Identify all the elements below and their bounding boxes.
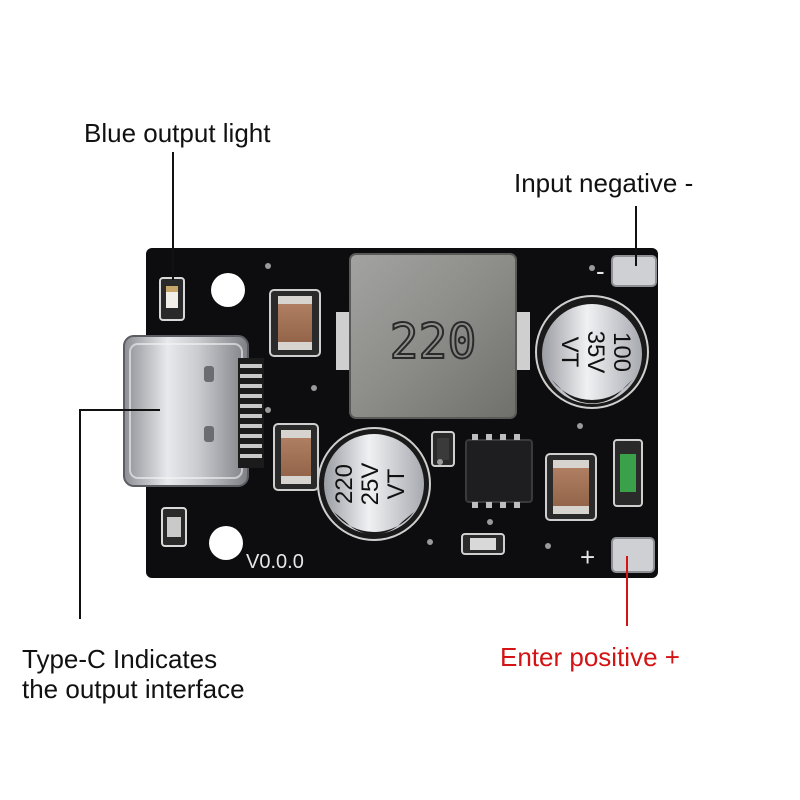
input-negative-leader-line bbox=[635, 206, 637, 266]
version-silkscreen: V0.0.0 bbox=[246, 551, 304, 573]
small-smd-bottom-middle bbox=[461, 533, 505, 555]
type-c-label-line1: Type-C Indicates bbox=[22, 644, 218, 674]
cap-bottom-text-2: 25V bbox=[357, 463, 384, 506]
type-c-leader-horizontal bbox=[80, 409, 160, 411]
type-c-label-line2: the output interface bbox=[22, 674, 245, 704]
type-c-leader-vertical bbox=[79, 409, 81, 619]
cap-bottom-text-3: VT bbox=[383, 468, 410, 499]
green-indicator-component bbox=[613, 439, 643, 507]
minus-silkscreen: - bbox=[596, 256, 605, 286]
ceramic-capacitor-right bbox=[545, 453, 597, 521]
positive-input-pad bbox=[611, 537, 655, 573]
blue-light-leader-line bbox=[172, 152, 174, 280]
mount-hole-top bbox=[211, 273, 245, 307]
ceramic-capacitor-top bbox=[269, 289, 321, 357]
inductor-marking: 220 bbox=[390, 314, 477, 370]
electrolytic-capacitor-bottom: 220 25V VT bbox=[317, 427, 431, 541]
blue-led bbox=[159, 277, 185, 321]
enter-positive-leader-line bbox=[626, 556, 628, 626]
ic-chip bbox=[465, 434, 533, 508]
small-smd-near-ic bbox=[431, 431, 455, 467]
cap-bottom-text-1: 220 bbox=[331, 464, 358, 504]
inductor: 220 bbox=[336, 253, 530, 419]
electrolytic-capacitor-top: 100 35V VT bbox=[535, 295, 649, 409]
small-smd-bottom-left bbox=[161, 507, 187, 547]
input-negative-label: Input negative - bbox=[514, 168, 694, 198]
cap-top-text-1: 100 bbox=[608, 332, 635, 372]
mount-hole-bottom bbox=[209, 526, 243, 560]
plus-silkscreen: + bbox=[580, 542, 595, 572]
cap-top-text-2: 35V bbox=[582, 331, 609, 374]
blue-output-light-label: Blue output light bbox=[84, 118, 271, 148]
cap-top-text-3: VT bbox=[556, 337, 583, 368]
ceramic-capacitor-left bbox=[273, 423, 319, 491]
usb-type-c-connector bbox=[123, 335, 264, 487]
negative-input-pad bbox=[611, 255, 657, 287]
enter-positive-label: Enter positive + bbox=[500, 642, 680, 672]
